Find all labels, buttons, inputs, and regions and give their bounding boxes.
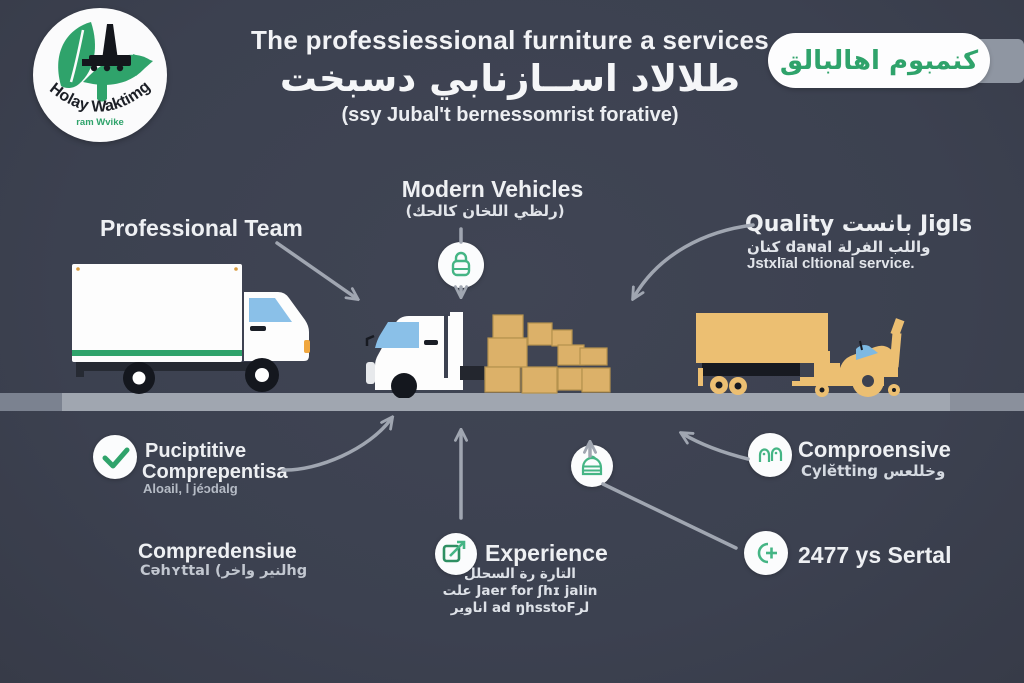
logo-tagline-text: ram Wvike <box>76 117 124 128</box>
experience-badge <box>435 533 477 575</box>
basket-icon <box>581 455 603 476</box>
header-titles: The professiessional furniture a service… <box>250 25 770 127</box>
checked-swoosh-arrow <box>281 419 391 472</box>
vehicles-label: Modern Vehicles <box>401 176 584 202</box>
experience-title: Experience <box>485 540 608 566</box>
experience-line1: التارة رة السحلل <box>464 566 576 582</box>
checkmark-icon <box>102 447 130 469</box>
export-arrow-icon <box>442 540 466 563</box>
footprints-icon <box>758 447 783 462</box>
road-right-segment <box>950 393 1024 411</box>
checked-feature-line3: Aloail, l jéɔdalg <box>143 481 238 496</box>
checked-feature-line1: Puciptitive <box>145 440 247 462</box>
basket-badge <box>571 445 613 487</box>
header-badge: كنمبوم اهالبالق <box>768 33 990 88</box>
comprehensive-left-subline: Cәhʏttal (لنير واخرhg <box>140 563 308 579</box>
quality-subline-2: Jstxlīal cltional service. <box>747 255 915 272</box>
comprehensive-right-title: Comproensive <box>798 437 951 462</box>
road-bar <box>0 393 1024 411</box>
comprehensive-right-badge <box>748 433 792 477</box>
cardboard-boxes <box>484 314 611 394</box>
leaf-arrow-icon <box>83 54 150 85</box>
company-logo: Holay Waktimg ram Wvike <box>33 8 167 142</box>
vehicles-sublabel: (رلظي اللخان كالحك) <box>405 202 565 220</box>
road-left-segment <box>0 393 62 411</box>
main-subtitle: (ssy Jubal't bernessomrist forative) <box>341 104 679 126</box>
comprehensive-curve-arrow <box>683 434 750 461</box>
moving-van-boxes-graphic <box>365 312 611 398</box>
experience-line3: اناوير ad ŋhsstoFلر <box>450 600 590 616</box>
check-badge <box>93 435 137 479</box>
comprehensive-right-subline: Cylĕtting وخللعس <box>801 462 946 480</box>
quality-label: Quality بانست Jigls <box>745 212 973 237</box>
main-title-arabic: طلالاد اســازنابي دسبخت <box>279 57 741 100</box>
lock-badge <box>438 242 484 288</box>
experience-line2: علت Jaer for ʃhɪ jalin <box>442 583 598 599</box>
circle-plus-icon <box>757 542 777 564</box>
logo-graphic: Holay Waktimg ram Wvike <box>46 22 154 128</box>
quality-curve-arrow <box>634 223 755 297</box>
team-label: Professional Team <box>100 215 303 241</box>
quality-subline-1: كنان daɴal واللب الفرلة <box>747 238 931 256</box>
experience-sublines: التارة رة السحلل علت Jaer for ʃhɪ jalin … <box>420 566 620 617</box>
comprehensive-left-title: Compredensiue <box>138 540 297 563</box>
main-title: The professiessional furniture a service… <box>250 25 770 55</box>
stat-label: 2477 ys Sertal <box>798 542 952 568</box>
box-truck-graphic <box>72 264 310 394</box>
tan-truck-graphic <box>696 313 905 397</box>
lock-icon <box>451 251 471 277</box>
checked-feature-line2: Comprepentisa <box>142 461 288 483</box>
rig-truck-icon <box>82 24 131 72</box>
basket-diagonal-line <box>601 482 738 550</box>
stat-badge <box>744 531 788 575</box>
